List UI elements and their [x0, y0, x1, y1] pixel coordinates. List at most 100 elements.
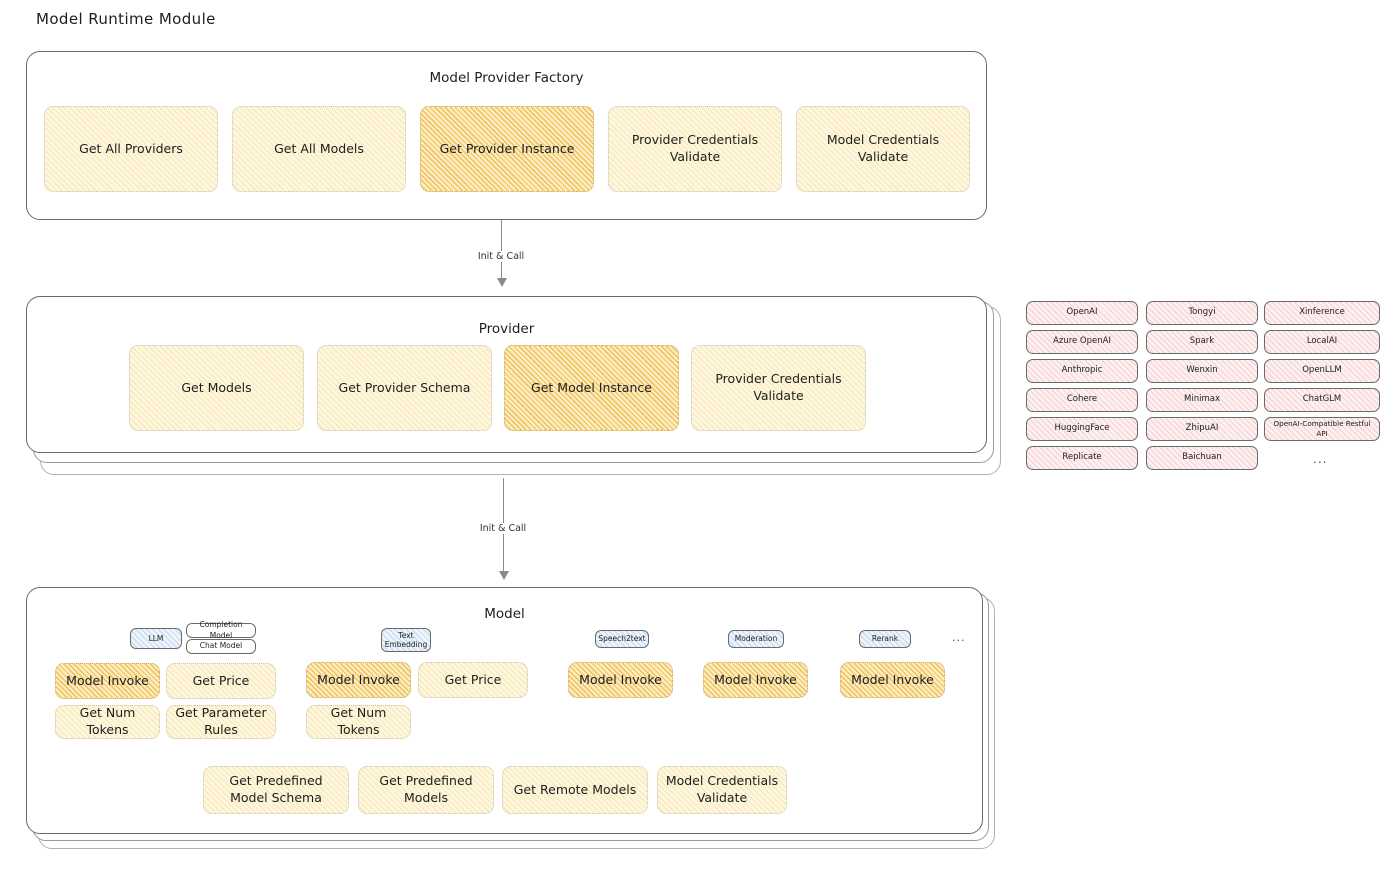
node-label: Get Price [444, 671, 502, 687]
badge-label: Speech2text [598, 634, 646, 644]
provider-chip-zhipuai[interactable]: ZhipuAI [1146, 417, 1258, 441]
arrow-label-init-call-2: Init & Call [474, 523, 532, 534]
model-subtype-badge-completion-model[interactable]: Completion Model [186, 620, 256, 640]
provider-chip-huggingface[interactable]: HuggingFace [1026, 417, 1138, 441]
factory-node-model-credentials-validate[interactable]: Model Credentials Validate [796, 106, 970, 192]
chip-label: Tongyi [1188, 307, 1216, 318]
provider-title: Provider [478, 321, 535, 337]
badge-label: Chat Model [199, 641, 243, 651]
arrow-provider-to-model-head [499, 571, 509, 580]
provider-chip-xinference[interactable]: Xinference [1264, 301, 1380, 325]
chip-label: Cohere [1066, 394, 1098, 405]
node-label: Model Invoke [714, 671, 797, 687]
node-label: Model Invoke [851, 671, 934, 687]
provider-chip-replicate[interactable]: Replicate [1026, 446, 1138, 470]
node-label: Get Models [181, 379, 252, 395]
node-label: Get Remote Models [513, 781, 637, 797]
factory-node-get-all-models[interactable]: Get All Models [232, 106, 406, 192]
chip-label: LocalAI [1306, 336, 1338, 347]
provider-chip-spark[interactable]: Spark [1146, 330, 1258, 354]
provider-chip-openllm[interactable]: OpenLLM [1264, 359, 1380, 383]
node-label: Provider Credentials Validate [715, 371, 842, 403]
provider-chip-azure-openai[interactable]: Azure OpenAI [1026, 330, 1138, 354]
model-common-get-predefined-models[interactable]: Get Predefined Models [358, 766, 494, 814]
node-label: Model Invoke [317, 671, 400, 687]
provider-chip-wenxin[interactable]: Wenxin [1146, 359, 1258, 383]
provider-chip-openai[interactable]: OpenAI [1026, 301, 1138, 325]
node-label: Get Predefined Models [379, 773, 473, 805]
provider-chip-localai[interactable]: LocalAI [1264, 330, 1380, 354]
provider-chip-minimax[interactable]: Minimax [1146, 388, 1258, 412]
chip-label: Baichuan [1182, 452, 1222, 463]
badge-label: Completion Model [199, 620, 243, 640]
node-label: Model Credentials Validate [665, 773, 779, 805]
node-label: Get Model Instance [531, 379, 652, 395]
node-label: Get Predefined Model Schema [229, 773, 323, 805]
model-common-model-credentials-validate[interactable]: Model Credentials Validate [657, 766, 787, 814]
node-label: Get Parameter Rules [175, 705, 267, 737]
model-common-get-predefined-model-schema[interactable]: Get Predefined Model Schema [203, 766, 349, 814]
speech2text-method-model-invoke[interactable]: Model Invoke [568, 662, 673, 698]
llm-method-model-invoke[interactable]: Model Invoke [55, 663, 160, 699]
chip-label: Azure OpenAI [1053, 336, 1111, 347]
node-label: Model Invoke [579, 671, 662, 687]
provider-chip-chatglm[interactable]: ChatGLM [1264, 388, 1380, 412]
provider-node-provider-credentials-validate[interactable]: Provider Credentials Validate [691, 345, 866, 431]
chip-label: Replicate [1062, 452, 1102, 463]
node-label: Model Credentials Validate [826, 132, 940, 164]
factory-node-get-all-providers[interactable]: Get All Providers [44, 106, 218, 192]
llm-method-get-num-tokens[interactable]: Get Num Tokens [55, 705, 160, 739]
text-embedding-method-get-num-tokens[interactable]: Get Num Tokens [306, 705, 411, 739]
model-common-get-remote-models[interactable]: Get Remote Models [502, 766, 648, 814]
chip-label: Spark [1189, 336, 1215, 347]
model-type-badge-text-embedding[interactable]: Text Embedding [381, 628, 431, 652]
chip-label: ChatGLM [1302, 394, 1342, 405]
node-label: Get Provider Schema [338, 379, 471, 395]
model-types-ellipsis: ... [952, 631, 966, 644]
llm-method-get-price[interactable]: Get Price [166, 663, 276, 699]
moderation-method-model-invoke[interactable]: Model Invoke [703, 662, 808, 698]
node-label: Get All Models [274, 140, 364, 156]
model-title: Model [484, 606, 525, 622]
factory-node-provider-credentials-validate[interactable]: Provider Credentials Validate [608, 106, 782, 192]
rerank-method-model-invoke[interactable]: Model Invoke [840, 662, 945, 698]
chip-label: OpenLLM [1302, 365, 1342, 376]
provider-chip-anthropic[interactable]: Anthropic [1026, 359, 1138, 383]
badge-label: Rerank [871, 634, 899, 644]
text-embedding-method-get-price[interactable]: Get Price [418, 662, 528, 698]
llm-method-get-parameter-rules[interactable]: Get Parameter Rules [166, 705, 276, 739]
badge-label: Moderation [734, 634, 778, 644]
chip-label: HuggingFace [1054, 423, 1110, 434]
badge-label: LLM [148, 633, 164, 643]
node-label: Get Num Tokens [79, 705, 136, 737]
chip-label: Minimax [1184, 394, 1220, 405]
model-type-badge-moderation[interactable]: Moderation [728, 630, 784, 648]
page-title: Model Runtime Module [36, 10, 216, 28]
chip-label: Xinference [1299, 307, 1345, 318]
model-type-badge-llm[interactable]: LLM [130, 628, 182, 649]
chip-label: Anthropic [1061, 365, 1103, 376]
provider-chip-cohere[interactable]: Cohere [1026, 388, 1138, 412]
provider-node-get-model-instance[interactable]: Get Model Instance [504, 345, 679, 431]
node-label: Get Provider Instance [439, 140, 575, 156]
provider-chip-baichuan[interactable]: Baichuan [1146, 446, 1258, 470]
arrow-label-init-call-1: Init & Call [472, 251, 530, 262]
model-type-badge-speech2text[interactable]: Speech2text [595, 630, 649, 648]
provider-list-ellipsis: ... [1313, 452, 1328, 466]
node-label: Model Invoke [66, 672, 149, 688]
provider-chip-openai-compatible-restful-api[interactable]: OpenAI-Compatible Restful API [1264, 417, 1380, 441]
model-type-badge-rerank[interactable]: Rerank [859, 630, 911, 648]
provider-node-get-provider-schema[interactable]: Get Provider Schema [317, 345, 492, 431]
model-subtype-badge-chat-model[interactable]: Chat Model [186, 639, 256, 654]
arrow-factory-to-provider-head [497, 278, 507, 287]
factory-node-get-provider-instance[interactable]: Get Provider Instance [420, 106, 594, 192]
node-label: Get Price [192, 672, 250, 688]
provider-node-get-models[interactable]: Get Models [129, 345, 304, 431]
chip-label: ZhipuAI [1185, 423, 1219, 434]
node-label: Provider Credentials Validate [631, 132, 759, 164]
node-label: Get Num Tokens [330, 705, 387, 737]
text-embedding-method-model-invoke[interactable]: Model Invoke [306, 662, 411, 698]
provider-chip-tongyi[interactable]: Tongyi [1146, 301, 1258, 325]
chip-label: OpenAI [1066, 307, 1098, 318]
